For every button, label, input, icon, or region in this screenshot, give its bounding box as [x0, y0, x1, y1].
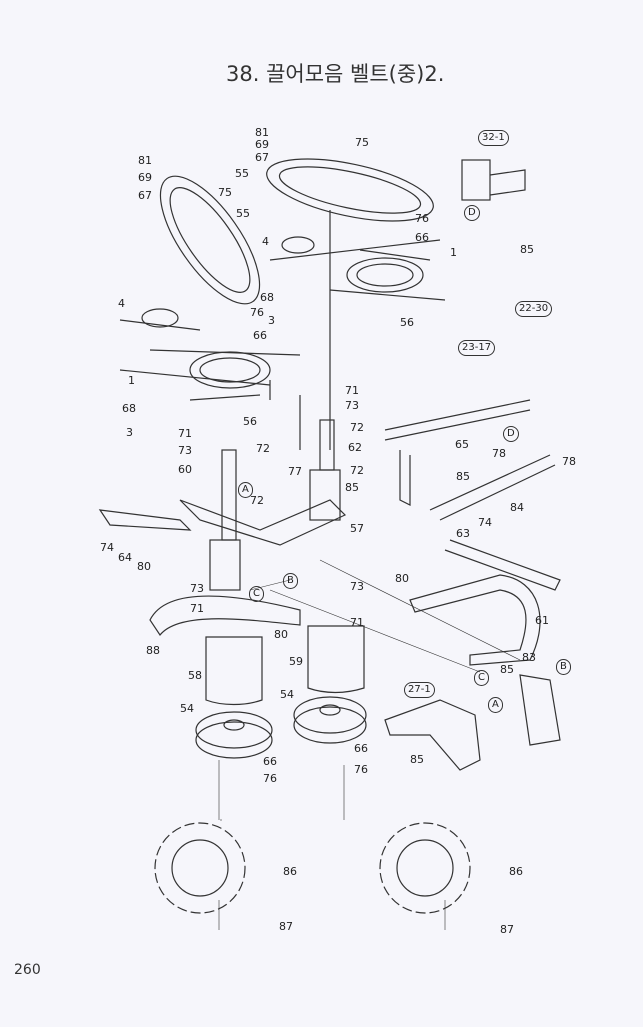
part-label: 67 — [138, 189, 152, 202]
leader-lines — [218, 559, 521, 930]
part-label: 64 — [118, 551, 132, 564]
part-label: A — [488, 697, 503, 713]
part-label: 4 — [262, 235, 269, 248]
part-label: 81 — [255, 126, 269, 139]
part-label: 73 — [190, 582, 204, 595]
part-label: 57 — [350, 522, 364, 535]
part-label: 61 — [535, 614, 549, 627]
part-label: 78 — [562, 455, 576, 468]
part-label: 1 — [450, 246, 457, 259]
part-label: 72 — [350, 421, 364, 434]
part-label: D — [464, 205, 480, 221]
part-label: 85 — [345, 481, 359, 494]
tine-pulley-right — [269, 236, 446, 301]
part-label: 71 — [345, 384, 359, 397]
bracket-27 — [384, 674, 561, 771]
part-label: 66 — [263, 755, 277, 768]
tine-pulley-left — [119, 308, 301, 401]
bracket-32 — [461, 159, 526, 201]
part-label: 68 — [260, 291, 274, 304]
part-label: 66 — [253, 329, 267, 342]
page-title: 38. 끌어모음 벨트(중)2. — [226, 62, 445, 86]
part-label: 23-17 — [458, 340, 496, 356]
part-label: B — [556, 659, 571, 675]
collars — [205, 625, 365, 706]
part-label: 63 — [456, 527, 470, 540]
part-label: 3 — [268, 314, 275, 327]
part-label: 85 — [520, 243, 534, 256]
part-label: 69 — [255, 138, 269, 151]
part-label: 55 — [236, 207, 250, 220]
part-label: 27-1 — [404, 682, 435, 698]
part-label: 66 — [415, 231, 429, 244]
part-label: D — [503, 426, 519, 442]
part-label: 86 — [283, 865, 297, 878]
part-label: 73 — [350, 580, 364, 593]
part-label: 65 — [455, 438, 469, 451]
part-label: 73 — [178, 444, 192, 457]
part-label: 85 — [410, 753, 424, 766]
part-label: 80 — [137, 560, 151, 573]
belt-right — [266, 158, 434, 222]
part-label: 59 — [289, 655, 303, 668]
sprockets — [154, 822, 471, 914]
part-label: 71 — [178, 427, 192, 440]
part-label: 71 — [190, 602, 204, 615]
part-label: 1 — [128, 374, 135, 387]
part-label: 56 — [243, 415, 257, 428]
part-label: 87 — [279, 920, 293, 933]
part-label: 32-1 — [478, 130, 509, 146]
part-label: 85 — [500, 663, 514, 676]
part-label: 62 — [348, 441, 362, 454]
part-label: 87 — [500, 923, 514, 936]
part-label: 76 — [415, 212, 429, 225]
part-label: 75 — [355, 136, 369, 149]
pulleys-lower — [195, 696, 367, 759]
part-label: 80 — [395, 572, 409, 585]
part-label: 76 — [263, 772, 277, 785]
part-label: 4 — [118, 297, 125, 310]
part-label: 76 — [250, 306, 264, 319]
part-label: 56 — [400, 316, 414, 329]
part-label: 76 — [354, 763, 368, 776]
part-label: 85 — [456, 470, 470, 483]
part-label: 54 — [280, 688, 294, 701]
part-label: 22-30 — [515, 301, 553, 317]
part-label: 72 — [250, 494, 264, 507]
part-label: 69 — [138, 171, 152, 184]
part-label: A — [238, 482, 253, 498]
page-number: 260 — [14, 962, 41, 978]
part-label: 75 — [218, 186, 232, 199]
part-label: 58 — [188, 669, 202, 682]
part-label: 78 — [492, 447, 506, 460]
part-label: B — [283, 573, 298, 589]
part-label: 54 — [180, 702, 194, 715]
part-label: C — [249, 586, 264, 602]
part-label: 67 — [255, 151, 269, 164]
part-label: 68 — [122, 402, 136, 415]
part-label: 86 — [509, 865, 523, 878]
shafts — [209, 419, 341, 591]
frame — [98, 210, 561, 666]
part-label: 72 — [350, 464, 364, 477]
part-label: 71 — [350, 616, 364, 629]
part-label: 81 — [138, 154, 152, 167]
part-label: 72 — [256, 442, 270, 455]
part-label: 66 — [354, 742, 368, 755]
belt-left — [159, 175, 261, 305]
part-label: 3 — [126, 426, 133, 439]
part-label: 60 — [178, 463, 192, 476]
part-label: 74 — [478, 516, 492, 529]
part-label: 55 — [235, 167, 249, 180]
part-label: 88 — [146, 644, 160, 657]
part-label: 73 — [345, 399, 359, 412]
part-label: 84 — [510, 501, 524, 514]
part-label: C — [474, 670, 489, 686]
part-label: 83 — [522, 651, 536, 664]
part-label: 80 — [274, 628, 288, 641]
part-label: 74 — [100, 541, 114, 554]
part-label: 77 — [288, 465, 302, 478]
